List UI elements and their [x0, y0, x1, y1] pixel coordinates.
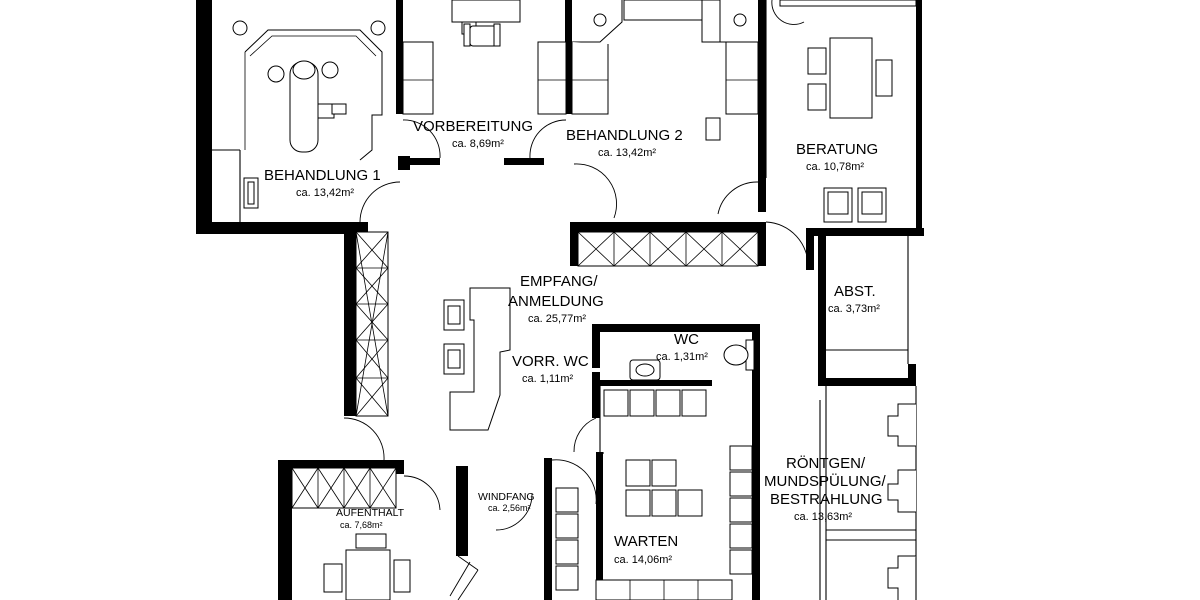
room-area-windfang: ca. 2,56m²: [488, 503, 531, 513]
room-name-aufenthalt: AUFENTHALT: [336, 507, 405, 519]
room-name-roentgen-line1: RÖNTGEN/: [786, 454, 866, 472]
xray-fixtures: [887, 403, 916, 600]
room-area-behandlung-1: ca. 13,42m²: [296, 187, 354, 199]
treatment-unit-1: [232, 20, 386, 209]
room-area-abst: ca. 3,73m²: [828, 303, 880, 315]
room-name-empfang-line1: EMPFANG/: [520, 273, 598, 290]
reception-desk: [443, 287, 511, 431]
prep-counters: [402, 0, 567, 115]
room-name-roentgen-line2: MUNDSPÜLUNG/: [764, 472, 887, 490]
room-area-beratung: ca. 10,78m²: [806, 161, 864, 173]
room-area-empfang: ca. 25,77m²: [528, 313, 586, 325]
room-name-abst: ABST.: [834, 283, 876, 300]
wc-fixtures: [629, 339, 755, 381]
walls: [196, 0, 924, 600]
room-area-vorbereitung: ca. 8,69m²: [452, 138, 504, 150]
room-area-aufenthalt: ca. 7,68m²: [340, 520, 383, 530]
waiting-chairs: [555, 389, 753, 600]
thin-lines: [212, 0, 917, 600]
room-name-vorbereitung: VORBEREITUNG: [413, 118, 533, 135]
room-area-wc: ca. 1,31m²: [656, 351, 708, 363]
room-name-roentgen-line3: BESTRAHLUNG: [770, 491, 883, 508]
room-area-vorr-wc: ca. 1,11m²: [522, 373, 573, 385]
room-area-behandlung-2: ca. 13,42m²: [598, 147, 656, 159]
room-area-roentgen: ca. 13,63m²: [794, 511, 852, 523]
cabinets: [291, 231, 759, 509]
room-name-vorr-wc: VORR. WC: [512, 353, 589, 370]
room-name-behandlung-2: BEHANDLUNG 2: [566, 127, 683, 144]
consultation-table: [779, 0, 917, 223]
room-name-windfang: WINDFANG: [478, 491, 535, 503]
treatment-unit-2: [571, 0, 759, 141]
room-area-warten: ca. 14,06m²: [614, 554, 672, 566]
room-labels: BEHANDLUNG 1 ca. 13,42m² VORBEREITUNG ca…: [264, 118, 887, 566]
door-swings: [343, 0, 809, 600]
room-name-warten: WARTEN: [614, 533, 678, 550]
room-name-beratung: BERATUNG: [796, 141, 878, 158]
break-room-table: [323, 533, 411, 600]
room-name-empfang-line2: ANMELDUNG: [508, 293, 604, 310]
room-name-behandlung-1: BEHANDLUNG 1: [264, 167, 381, 184]
room-name-wc: WC: [674, 331, 699, 348]
